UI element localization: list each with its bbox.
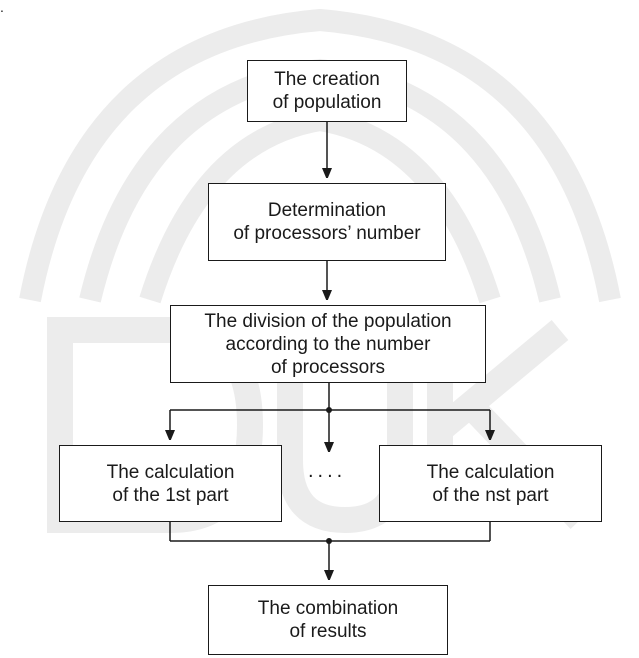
merge-junction-dot bbox=[326, 538, 332, 544]
node-calc-last: The calculation of the nst part bbox=[379, 445, 602, 522]
node-combination-label: The combination of results bbox=[257, 598, 399, 642]
node-calc-first: The calculation of the 1st part bbox=[59, 445, 282, 522]
node-combination: The combination of results bbox=[208, 585, 448, 655]
split-junction-dot bbox=[326, 407, 332, 413]
node-division-label: The division of the population according… bbox=[204, 310, 452, 378]
node-determination-label: Determination of processors’ number bbox=[233, 200, 421, 244]
node-creation-label: The creation of population bbox=[272, 69, 382, 113]
node-determination: Determination of processors’ number bbox=[208, 183, 446, 261]
node-division: The division of the population according… bbox=[170, 305, 486, 383]
node-creation: The creation of population bbox=[247, 60, 407, 122]
node-calc-last-label: The calculation of the nst part bbox=[426, 461, 555, 506]
figure-label: . bbox=[0, 0, 4, 15]
node-calc-first-label: The calculation of the 1st part bbox=[106, 461, 235, 506]
ellipsis-more-parts: .... bbox=[308, 460, 347, 482]
